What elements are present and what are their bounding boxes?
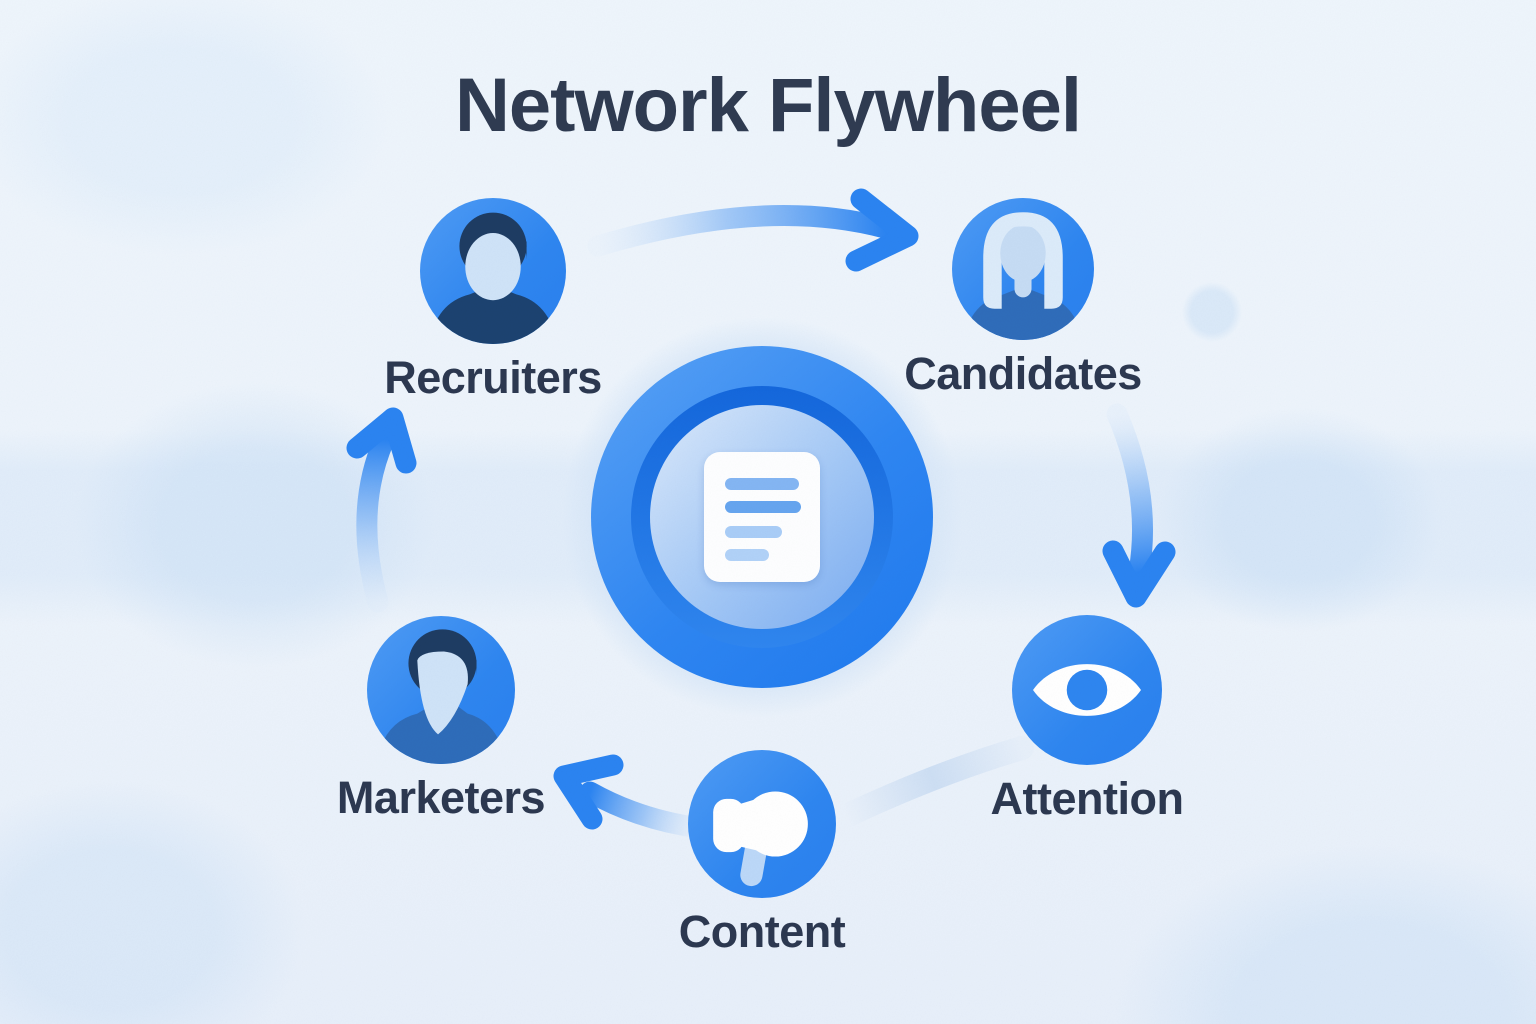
document-text-line (725, 526, 782, 538)
arrow-marketers-to-recruiters (346, 407, 417, 613)
node-label: Recruiters (384, 352, 602, 403)
node-marketers: Marketers (337, 616, 546, 823)
document-icon (704, 452, 820, 582)
megaphone-icon (688, 750, 836, 898)
flywheel-core (650, 405, 874, 629)
node-recruiters: Recruiters (384, 198, 602, 403)
flywheel-outer-ring (591, 346, 933, 688)
node-attention: Attention (991, 615, 1184, 824)
male-avatar-icon (420, 198, 566, 344)
node-content: Content (679, 750, 846, 957)
document-text-line (725, 478, 799, 490)
arrow-candidates-to-attention (1102, 403, 1176, 608)
male-avatar-icon (367, 616, 515, 764)
flywheel-halo-ring (562, 317, 962, 717)
node-label: Marketers (336, 772, 546, 823)
arrow-recruiters-to-candidates (587, 188, 919, 272)
eye-icon (1012, 615, 1162, 765)
flywheel-center (562, 317, 962, 717)
node-label: Attention (990, 773, 1184, 824)
document-text-line (725, 549, 769, 561)
document-text-line (725, 501, 801, 513)
female-avatar-icon (952, 198, 1094, 340)
node-candidates: Candidates (904, 198, 1142, 399)
flywheel-inner-ring (631, 386, 893, 648)
arrow-content-to-marketers (553, 754, 711, 839)
node-label: Content (678, 906, 846, 957)
node-label: Candidates (904, 348, 1142, 399)
